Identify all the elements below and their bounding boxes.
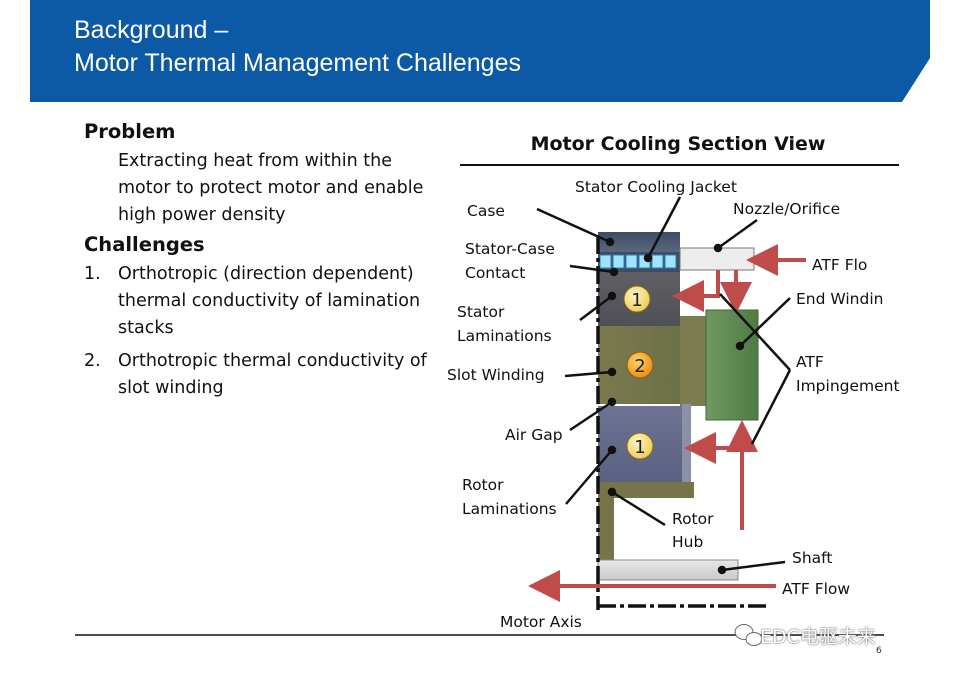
label-atf-flo: ATF Flo: [812, 256, 867, 274]
label-rotor-hub-1: Rotor: [672, 510, 714, 528]
label-atf-imp-2: Impingement: [796, 377, 900, 395]
label-end-winding: End Windin: [796, 290, 883, 308]
winding-extension: [680, 316, 710, 406]
title-line-2: Motor Thermal Management Challenges: [74, 49, 521, 77]
winding-badge-number: 2: [634, 356, 645, 377]
page-number: 6: [876, 646, 882, 656]
rotor-badge-number: 1: [634, 437, 645, 458]
header-banner: [30, 0, 930, 102]
title-line-1: Background –: [74, 16, 229, 44]
winding-badge: [626, 351, 654, 379]
label-stator-lam-1: Stator: [457, 303, 505, 321]
challenge-text: Orthotropic thermal conductivity of slot…: [118, 351, 427, 398]
label-nozzle: Nozzle/Orifice: [733, 200, 840, 218]
label-stator-case-2: Contact: [465, 264, 525, 282]
rotor-hub-post: [598, 498, 614, 560]
label-rotor-hub-2: Hub: [672, 533, 703, 551]
label-atf-imp-1: ATF: [796, 353, 824, 371]
challenge-item: 1. Orthotropic (direction dependent) the…: [84, 261, 444, 342]
end-winding-block: [705, 309, 759, 421]
challenge-text: Orthotropic (direction dependent) therma…: [118, 264, 421, 338]
challenges-heading: Challenges: [84, 233, 205, 256]
stator-badge: [623, 285, 651, 313]
label-slot-winding: Slot Winding: [447, 366, 545, 384]
shaft-block: [597, 559, 739, 581]
label-atf-flow: ATF Flow: [782, 580, 850, 598]
label-shaft: Shaft: [792, 549, 832, 567]
watermark-text: EDC电驱未来: [760, 626, 876, 648]
wechat-icon: [734, 624, 763, 646]
problem-heading: Problem: [84, 120, 176, 143]
challenge-number: 1.: [84, 264, 101, 284]
slide-title: Background – Motor Thermal Management Ch…: [74, 14, 521, 80]
leader-lines: [536, 196, 792, 575]
label-air-gap: Air Gap: [505, 426, 563, 444]
atf-flow-arrows: [528, 244, 806, 602]
nozzle-left-arrow: [672, 270, 720, 312]
text-column: Problem Extracting heat from within the …: [84, 120, 444, 408]
diagram-title: Motor Cooling Section View: [531, 133, 826, 155]
challenge-number: 2.: [84, 351, 101, 371]
rotor-badge: [626, 432, 654, 460]
rotor-hub-block: [598, 482, 694, 498]
label-motor-axis: Motor Axis: [500, 613, 582, 631]
stator-badge-number: 1: [631, 290, 642, 311]
label-rotor-lam-1: Rotor: [462, 476, 504, 494]
label-stator-cooling-jacket: Stator Cooling Jacket: [575, 178, 737, 196]
problem-text: Extracting heat from within the motor to…: [118, 151, 424, 225]
rotor-edge: [682, 404, 691, 482]
label-stator-lam-2: Laminations: [457, 327, 552, 345]
label-rotor-lam-2: Laminations: [462, 500, 557, 518]
label-stator-case-1: Stator-Case: [465, 240, 555, 258]
label-case: Case: [467, 202, 505, 220]
challenge-item: 2. Orthotropic thermal conductivity of s…: [84, 348, 444, 402]
